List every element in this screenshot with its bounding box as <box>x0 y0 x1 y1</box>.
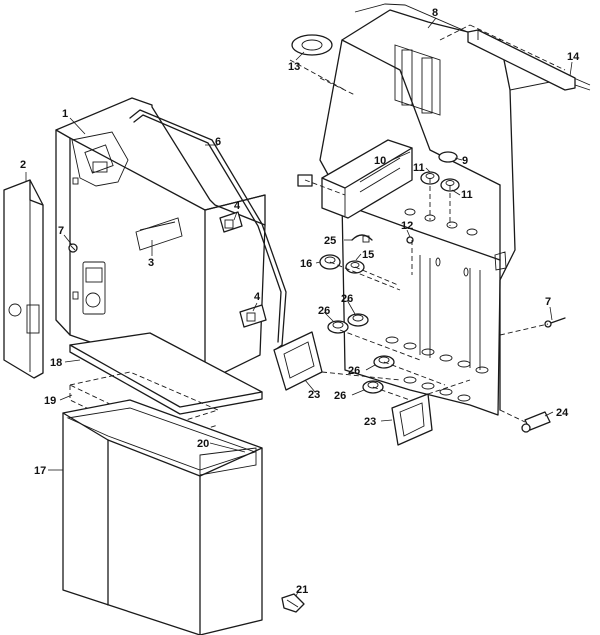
drain-valve <box>521 411 551 433</box>
callout-6: 6 <box>215 136 221 148</box>
callout-11: 11 <box>413 162 425 174</box>
side-panel <box>3 179 44 379</box>
callout-21: 21 <box>296 584 308 596</box>
callout-24: 24 <box>556 407 569 419</box>
callout-1: 1 <box>62 108 68 120</box>
bottom-plate <box>69 332 263 415</box>
small-clip <box>281 593 305 613</box>
callout-26: 26 <box>348 365 360 377</box>
callout-14: 14 <box>567 51 580 63</box>
callout-26: 26 <box>341 293 353 305</box>
callout-26: 26 <box>318 305 330 317</box>
callout-9: 9 <box>462 155 468 167</box>
callout-7: 7 <box>545 296 551 308</box>
callout-11: 11 <box>461 189 473 201</box>
callout-23: 23 <box>308 389 320 401</box>
leader-lines <box>25 17 573 597</box>
wall-rail <box>467 29 576 91</box>
callout-26: 26 <box>334 390 346 402</box>
callout-7: 7 <box>58 225 64 237</box>
callout-10: 10 <box>374 155 386 167</box>
oval-plug <box>291 34 333 56</box>
gasket-seal <box>129 109 287 351</box>
callout-20: 20 <box>197 438 209 450</box>
front-cover <box>55 97 266 383</box>
callout-16: 16 <box>300 258 312 270</box>
callout-13: 13 <box>288 61 300 73</box>
callout-15: 15 <box>362 249 374 261</box>
grommet-9 <box>438 151 458 163</box>
clip-25 <box>351 234 373 243</box>
gasket-frame-23a <box>273 331 323 391</box>
screw-right <box>544 317 566 328</box>
internal-bracket <box>321 139 413 219</box>
callout-labels: 1 2 3 4 4 6 7 7 8 9 10 11 11 12 13 14 15… <box>20 7 580 596</box>
callout-25: 25 <box>324 235 336 247</box>
callout-3: 3 <box>148 257 154 269</box>
grommet-26b <box>347 313 369 327</box>
callout-4: 4 <box>234 200 241 212</box>
lower-cabinet <box>62 399 263 635</box>
gasket-frame-23b <box>391 393 433 446</box>
callout-17: 17 <box>34 465 46 477</box>
mounting-clip-upper <box>219 211 243 233</box>
small-block <box>297 174 313 187</box>
callout-23: 23 <box>364 416 376 428</box>
callout-2: 2 <box>20 159 26 171</box>
callout-19: 19 <box>44 395 56 407</box>
callout-8: 8 <box>432 7 438 19</box>
grommet-26a <box>327 320 349 334</box>
assembly-lines <box>289 24 566 423</box>
callout-18: 18 <box>50 357 62 369</box>
callout-12: 12 <box>401 220 413 232</box>
back-housing <box>319 3 591 416</box>
callout-4: 4 <box>254 291 261 303</box>
screw-left <box>68 243 78 253</box>
